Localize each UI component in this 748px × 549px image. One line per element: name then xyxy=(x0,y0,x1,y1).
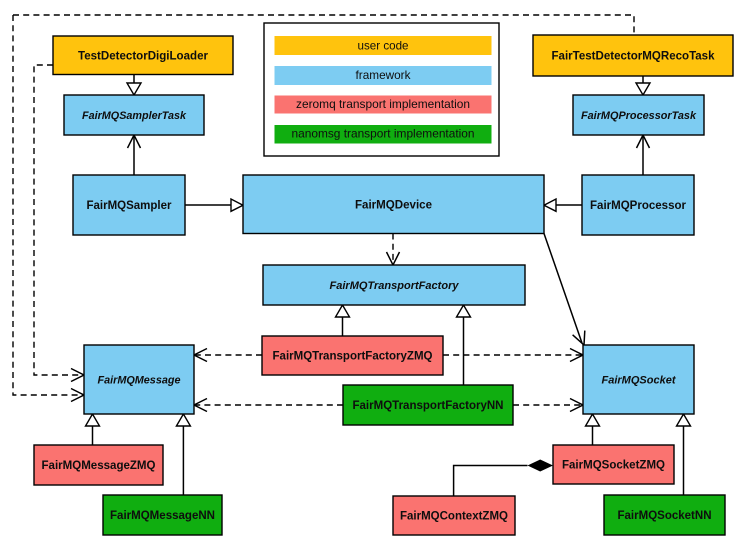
svg-text:nanomsg transport implementati: nanomsg transport implementation xyxy=(292,126,475,140)
svg-text:FairMQProcessor: FairMQProcessor xyxy=(590,200,687,212)
svg-text:zeromq transport implementatio: zeromq transport implementation xyxy=(296,97,470,111)
svg-text:TestDetectorDigiLoader: TestDetectorDigiLoader xyxy=(78,51,209,63)
svg-text:FairMQSocket: FairMQSocket xyxy=(602,375,677,387)
svg-text:FairMQSocketNN: FairMQSocketNN xyxy=(618,510,712,522)
svg-text:FairTestDetectorMQRecoTask: FairTestDetectorMQRecoTask xyxy=(552,51,716,63)
svg-text:FairMQTransportFactoryNN: FairMQTransportFactoryNN xyxy=(353,400,504,412)
svg-text:FairMQSocketZMQ: FairMQSocketZMQ xyxy=(562,460,665,472)
svg-text:user code: user code xyxy=(358,38,409,52)
svg-text:FairMQSampler: FairMQSampler xyxy=(87,200,173,212)
svg-text:FairMQMessageNN: FairMQMessageNN xyxy=(110,510,215,522)
svg-text:FairMQTransportFactory: FairMQTransportFactory xyxy=(330,280,460,292)
svg-text:FairMQTransportFactoryZMQ: FairMQTransportFactoryZMQ xyxy=(273,351,433,363)
svg-text:FairMQDevice: FairMQDevice xyxy=(355,200,432,212)
svg-text:FairMQSamplerTask: FairMQSamplerTask xyxy=(82,110,187,122)
svg-text:framework: framework xyxy=(356,68,412,82)
svg-text:FairMQMessageZMQ: FairMQMessageZMQ xyxy=(42,460,156,472)
svg-text:FairMQProcessorTask: FairMQProcessorTask xyxy=(581,110,697,122)
svg-text:FairMQContextZMQ: FairMQContextZMQ xyxy=(400,511,508,523)
svg-text:FairMQMessage: FairMQMessage xyxy=(98,375,181,387)
